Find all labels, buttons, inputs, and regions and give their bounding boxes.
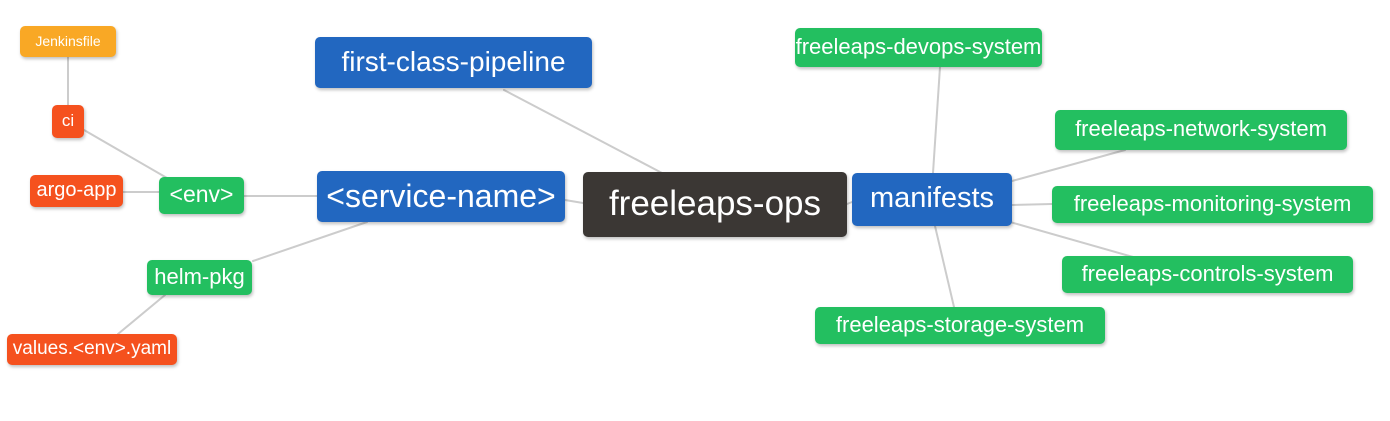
node-label: <env> bbox=[169, 181, 234, 207]
edge-manifests--freeleaps-monitoring-system bbox=[1011, 203, 1053, 206]
node-label: values.<env>.yaml bbox=[12, 338, 172, 359]
node-label: ci bbox=[61, 111, 75, 130]
node-argo-app[interactable]: argo-app bbox=[30, 175, 123, 207]
node-label: freeleaps-storage-system bbox=[835, 311, 1085, 337]
node-freeleaps-monitoring-system[interactable]: freeleaps-monitoring-system bbox=[1052, 186, 1373, 223]
node-label: Jenkinsfile bbox=[35, 32, 101, 49]
node-label: freeleaps-devops-system bbox=[795, 33, 1042, 59]
node-service-name[interactable]: <service-name> bbox=[317, 171, 565, 222]
edge-ci--env bbox=[83, 129, 168, 179]
node-values-env-yaml[interactable]: values.<env>.yaml bbox=[7, 334, 177, 365]
edge-freeleaps-ops--manifests bbox=[846, 201, 853, 205]
node-first-class-pipeline[interactable]: first-class-pipeline bbox=[315, 37, 592, 88]
node-freeleaps-devops-system[interactable]: freeleaps-devops-system bbox=[795, 28, 1042, 67]
node-freeleaps-storage-system[interactable]: freeleaps-storage-system bbox=[815, 307, 1105, 344]
node-label: argo-app bbox=[36, 179, 117, 201]
node-label: freeleaps-network-system bbox=[1075, 116, 1327, 141]
node-label: freeleaps-controls-system bbox=[1081, 260, 1334, 286]
node-label: freeleaps-ops bbox=[608, 184, 822, 223]
edge-helm-pkg--values-env-yaml bbox=[117, 294, 166, 335]
edge-manifests--freeleaps-storage-system bbox=[934, 225, 955, 308]
node-freeleaps-network-system[interactable]: freeleaps-network-system bbox=[1055, 110, 1347, 150]
node-label: helm-pkg bbox=[154, 263, 245, 289]
node-label: first-class-pipeline bbox=[341, 45, 566, 77]
node-label: manifests bbox=[869, 182, 995, 214]
node-ci[interactable]: ci bbox=[52, 105, 84, 138]
node-label: <service-name> bbox=[326, 177, 556, 214]
node-manifests[interactable]: manifests bbox=[852, 173, 1012, 226]
edge-manifests--freeleaps-devops-system bbox=[932, 66, 941, 174]
edge-manifests--freeleaps-controls-system bbox=[1009, 221, 1134, 258]
edge-manifests--freeleaps-network-system bbox=[1011, 149, 1126, 182]
node-freeleaps-controls-system[interactable]: freeleaps-controls-system bbox=[1062, 256, 1353, 293]
node-env[interactable]: <env> bbox=[159, 177, 244, 214]
node-label: freeleaps-monitoring-system bbox=[1073, 190, 1352, 216]
edge-service-name--freeleaps-ops bbox=[564, 199, 584, 204]
node-freeleaps-ops[interactable]: freeleaps-ops bbox=[583, 172, 847, 237]
edge-service-name--helm-pkg bbox=[252, 221, 368, 262]
node-jenkinsfile[interactable]: Jenkinsfile bbox=[20, 26, 116, 57]
edge-first-class-pipeline--freeleaps-ops bbox=[503, 89, 663, 174]
node-helm-pkg[interactable]: helm-pkg bbox=[147, 260, 252, 295]
